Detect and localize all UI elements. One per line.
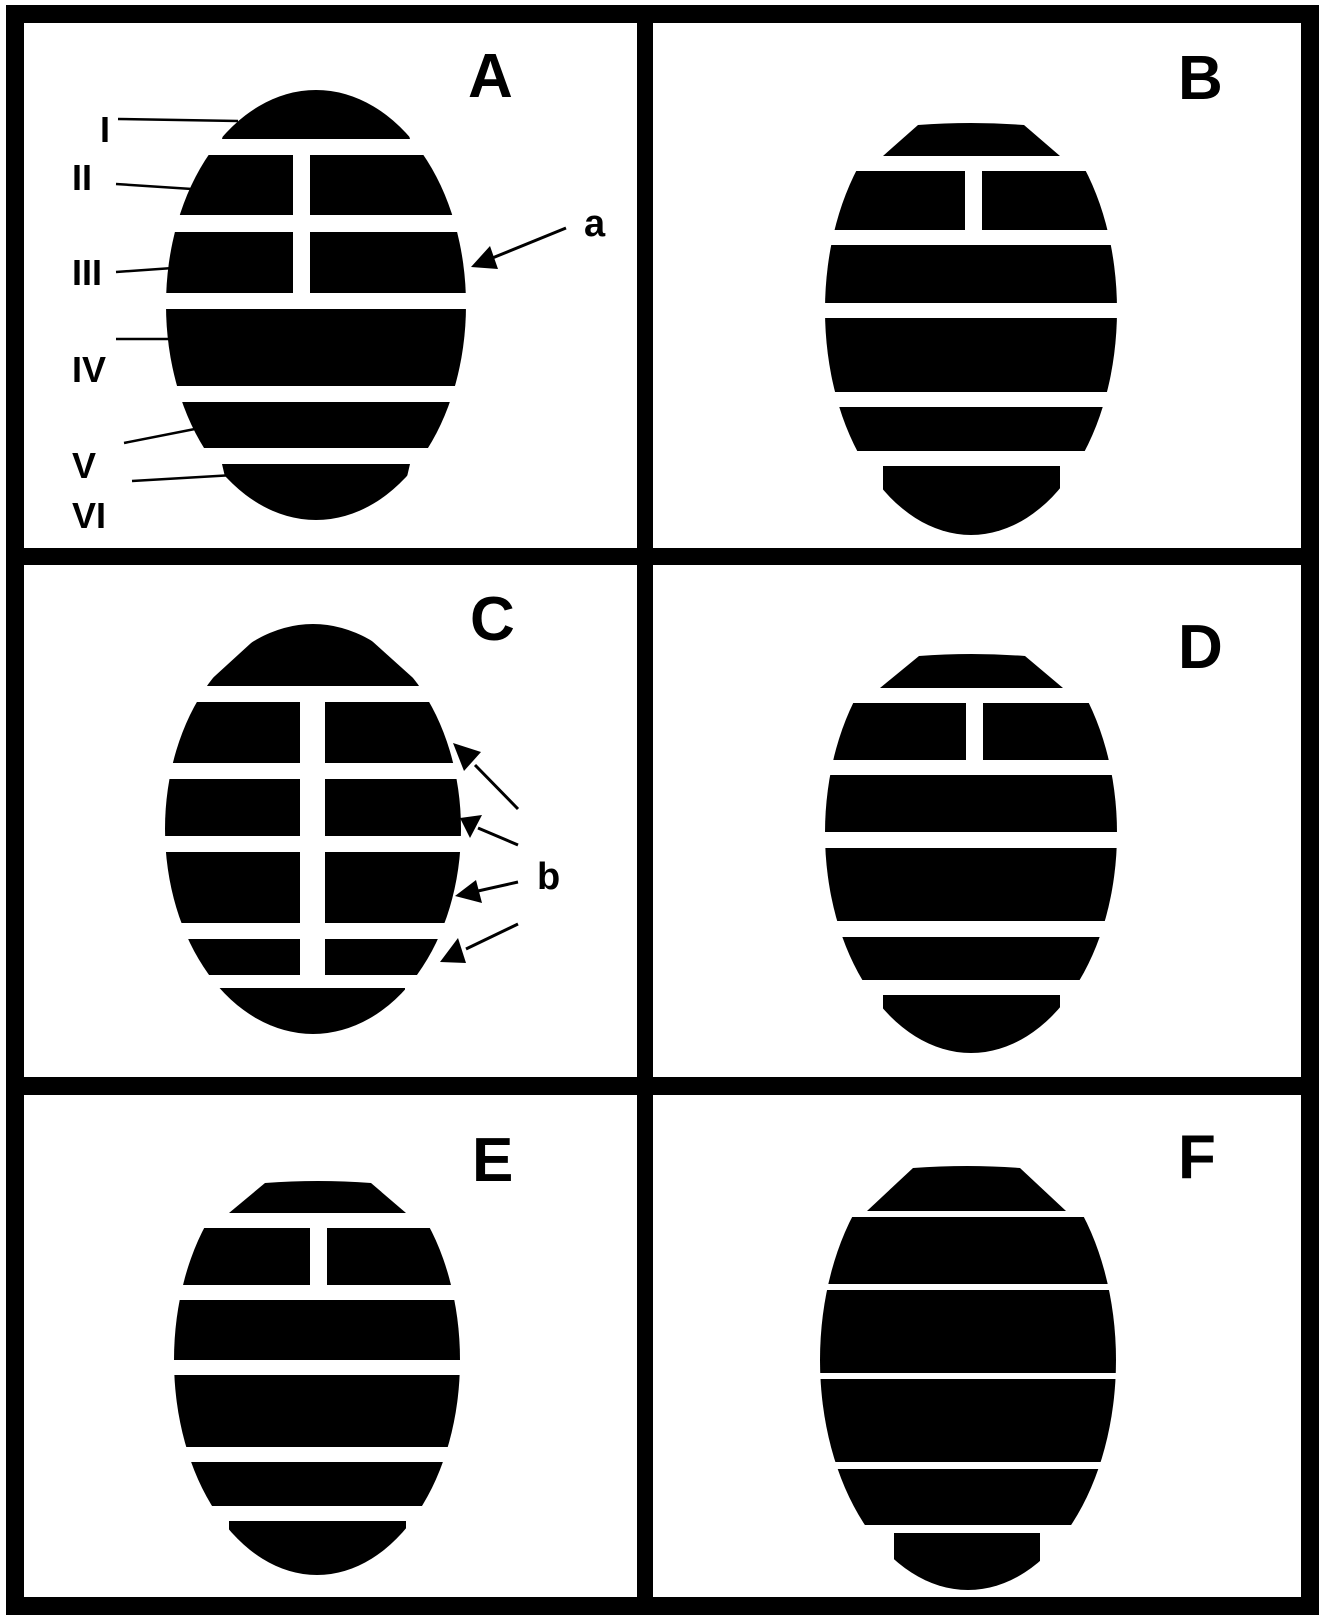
panel-d: D — [820, 613, 1223, 1055]
segment-label-v: V — [72, 445, 96, 486]
segment-iv — [174, 1375, 460, 1447]
segment-i-side-mask-r — [371, 1183, 470, 1213]
segment-v — [825, 407, 1117, 451]
segment-i-side-mask-r — [1025, 656, 1130, 688]
segment-iii-right — [310, 232, 466, 293]
segment-iii — [820, 1290, 1116, 1373]
segment-v-left — [165, 939, 300, 975]
panel-e-body — [174, 1175, 460, 1575]
segment-label-iv: IV — [72, 349, 106, 390]
arrow-label-b: b — [537, 856, 560, 898]
segment-i-cap-mask — [160, 88, 236, 139]
segment-v — [174, 1462, 460, 1506]
segment-iv — [825, 318, 1117, 392]
panel-f: F — [815, 1123, 1216, 1593]
panel-letter-d: D — [1178, 613, 1223, 682]
segment-vi-cap-mask-r — [405, 988, 470, 1038]
segment-i-side-mask-l — [820, 656, 919, 688]
segment-ii-left — [825, 703, 966, 760]
segment-vi-cap-mask-l — [820, 995, 883, 1055]
divider-row-2 — [6, 1077, 1319, 1095]
segment-vi-cap-mask-r — [396, 464, 480, 524]
panel-b: B — [820, 44, 1223, 536]
segment-ii-left — [174, 1228, 310, 1285]
segment-iv-left — [165, 852, 300, 923]
segment-iv — [820, 1379, 1116, 1462]
panel-grid — [6, 5, 1319, 1615]
divider-row-1 — [6, 548, 1319, 565]
arrow-label-a: a — [584, 203, 606, 245]
segment-ii-right — [327, 1228, 460, 1285]
segment-i-cap-mask — [820, 640, 1130, 656]
segment-ii — [820, 1217, 1116, 1284]
segment-iii — [825, 245, 1117, 303]
segment-i-side-mask-r — [1020, 1168, 1125, 1211]
segment-i-cap-mask-l — [160, 620, 273, 686]
segment-vi-cap-mask-r — [1060, 466, 1130, 536]
panel-letter-a: A — [468, 42, 513, 111]
segment-iii-left — [165, 779, 300, 836]
panel-a-body — [166, 90, 466, 520]
segment-i-cap-mask-r — [352, 620, 470, 686]
segment-label-i: I — [100, 109, 110, 150]
segment-iv-right — [325, 852, 461, 923]
panel-d-body — [825, 650, 1117, 1053]
panel-letter-c: C — [470, 585, 515, 654]
segment-ii-left — [166, 155, 293, 215]
frame-bottom — [6, 1597, 1319, 1615]
panel-letter-b: B — [1178, 44, 1223, 113]
segment-i-cap-mask — [820, 110, 1130, 125]
segment-vi-cap-mask-l — [815, 1533, 894, 1593]
frame-top — [6, 5, 1319, 23]
segment-label-ii: II — [72, 157, 92, 198]
segment-vi-cap-mask-r — [1040, 1533, 1125, 1593]
segment-ii-left — [165, 702, 300, 763]
segment-ii-right — [325, 702, 461, 763]
arrows-b — [440, 743, 520, 963]
segment-ii-right — [983, 703, 1117, 760]
segment-i-side-mask-l — [170, 1183, 265, 1213]
segment-vi-cap-mask-l — [160, 988, 219, 1038]
arrow-a — [471, 226, 567, 269]
segment-v — [825, 937, 1117, 980]
segment-iv — [825, 848, 1117, 921]
segment-i-cap-mask-r — [396, 88, 480, 139]
segment-vi-cap-mask-l — [820, 466, 883, 536]
segment-leader-lines — [115, 117, 239, 483]
segment-iv — [166, 309, 466, 386]
segment-vi-cap-mask-r — [406, 1521, 470, 1581]
segment-label-iii: III — [72, 252, 102, 293]
segment-iii-right — [325, 779, 461, 836]
segment-ii-right — [310, 155, 466, 215]
segment-iii — [825, 775, 1117, 832]
segment-label-vi: VI — [72, 495, 106, 536]
panel-letter-f: F — [1178, 1123, 1216, 1192]
panel-c: C b — [160, 585, 560, 1038]
divider-vertical — [637, 5, 653, 1615]
segment-i-side-mask-r — [1024, 125, 1130, 156]
frame-right — [1301, 5, 1319, 1615]
segment-ii-right — [982, 171, 1117, 230]
panel-letter-e: E — [472, 1126, 513, 1195]
panel-f-body — [820, 1160, 1116, 1590]
segment-v — [820, 1469, 1116, 1525]
segment-i-cap-mask — [170, 1165, 470, 1183]
panel-a: A I II III IV V VI a — [72, 42, 606, 536]
segment-iii-left — [166, 232, 293, 293]
segment-iii — [174, 1300, 460, 1360]
segment-vi-cap-mask-r — [1060, 995, 1130, 1055]
segment-i-side-mask-l — [820, 125, 918, 156]
frame-left — [6, 5, 24, 1615]
panel-e: E — [170, 1126, 513, 1581]
segment-vi-cap-mask-l — [170, 1521, 229, 1581]
segment-v — [166, 402, 466, 448]
segment-i-side-mask-l — [815, 1168, 913, 1211]
segment-i-cap-mask — [815, 1150, 1125, 1168]
segment-ii-left — [825, 171, 965, 230]
